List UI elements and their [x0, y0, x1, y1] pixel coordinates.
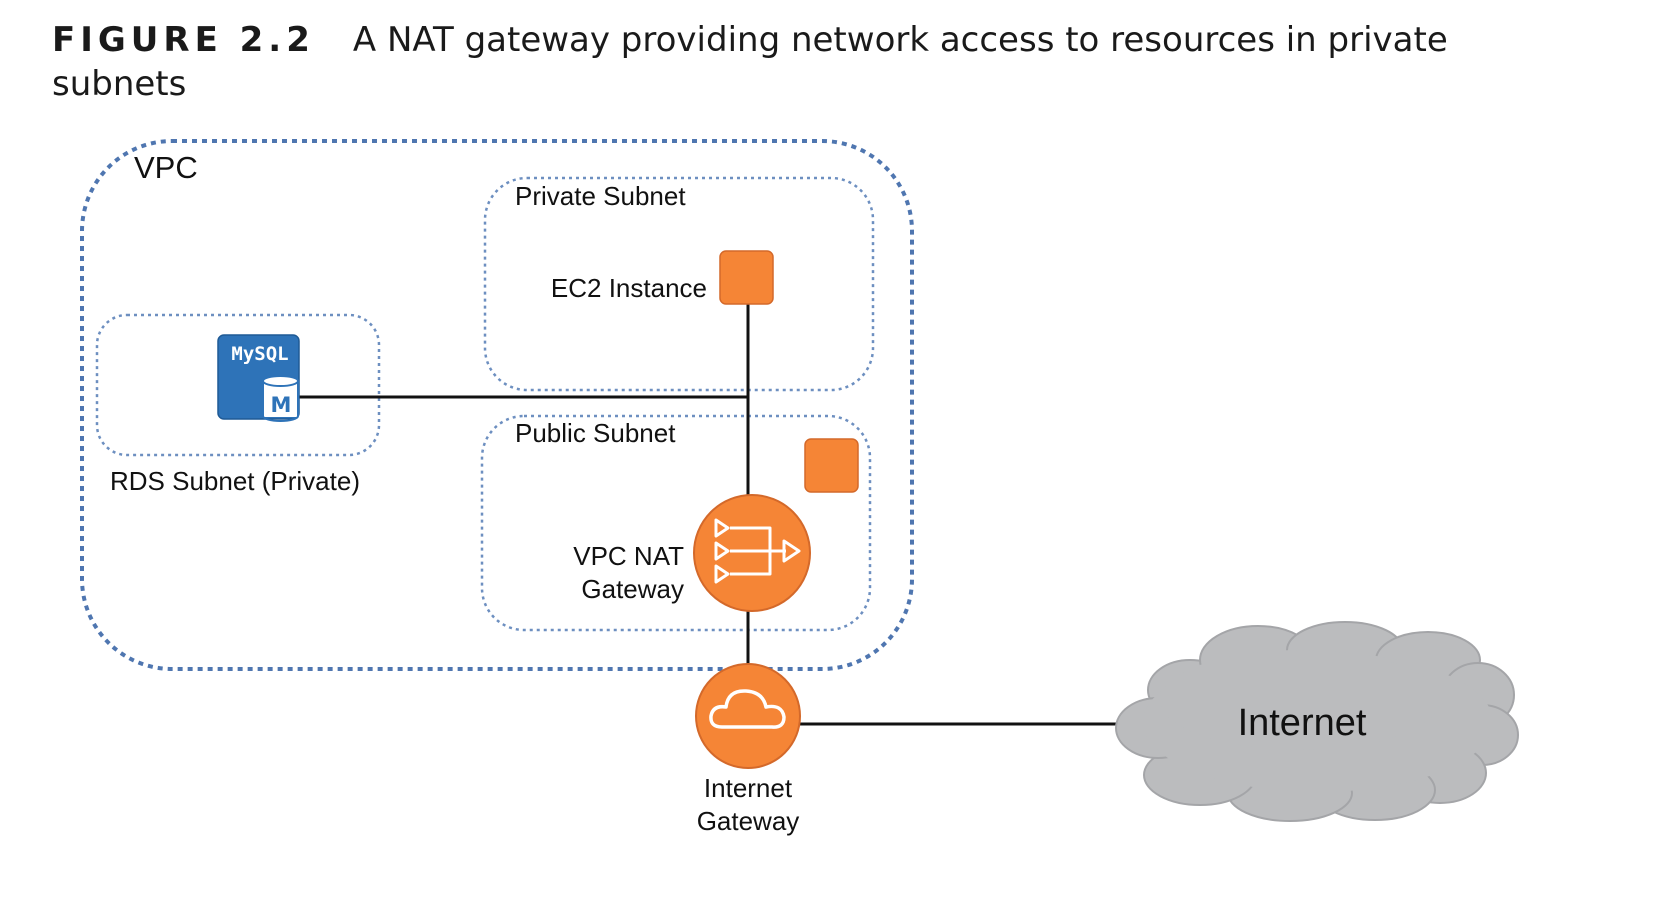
rds-subnet-label: RDS Subnet (Private)	[110, 466, 360, 496]
private-subnet-label: Private Subnet	[515, 181, 686, 211]
ec2-instance-icon	[719, 250, 774, 305]
ec2-instance-label: EC2 Instance	[551, 273, 707, 303]
nat-gateway-label-line2: Gateway	[581, 574, 684, 604]
mysql-badge: M	[271, 393, 292, 417]
figure-label: FIGURE 2.2	[52, 20, 315, 60]
private-subnet-boundary	[483, 176, 875, 392]
figure-caption-text: A NAT gateway providing network access t…	[52, 20, 1448, 104]
internet-gateway-label-line2: Gateway	[697, 806, 800, 836]
rds-subnet-boundary	[95, 313, 381, 457]
nat-gateway-icon	[693, 494, 811, 612]
nat-gateway-label-line1: VPC NAT	[573, 541, 684, 571]
internet-label: Internet	[1238, 702, 1367, 744]
vpc-boundary	[80, 139, 914, 671]
internet-gateway-icon	[695, 663, 801, 769]
mysql-db-icon: MySQL M	[217, 334, 300, 422]
public-subnet-label: Public Subnet	[515, 418, 676, 448]
vpc-label: VPC	[134, 150, 198, 185]
internet-cloud-icon	[1115, 621, 1519, 822]
ec2-instance-icon-public	[804, 438, 859, 493]
mysql-icon-label: MySQL	[231, 343, 288, 365]
internet-gateway-label-line1: Internet	[704, 773, 793, 803]
public-subnet-boundary	[480, 414, 872, 632]
